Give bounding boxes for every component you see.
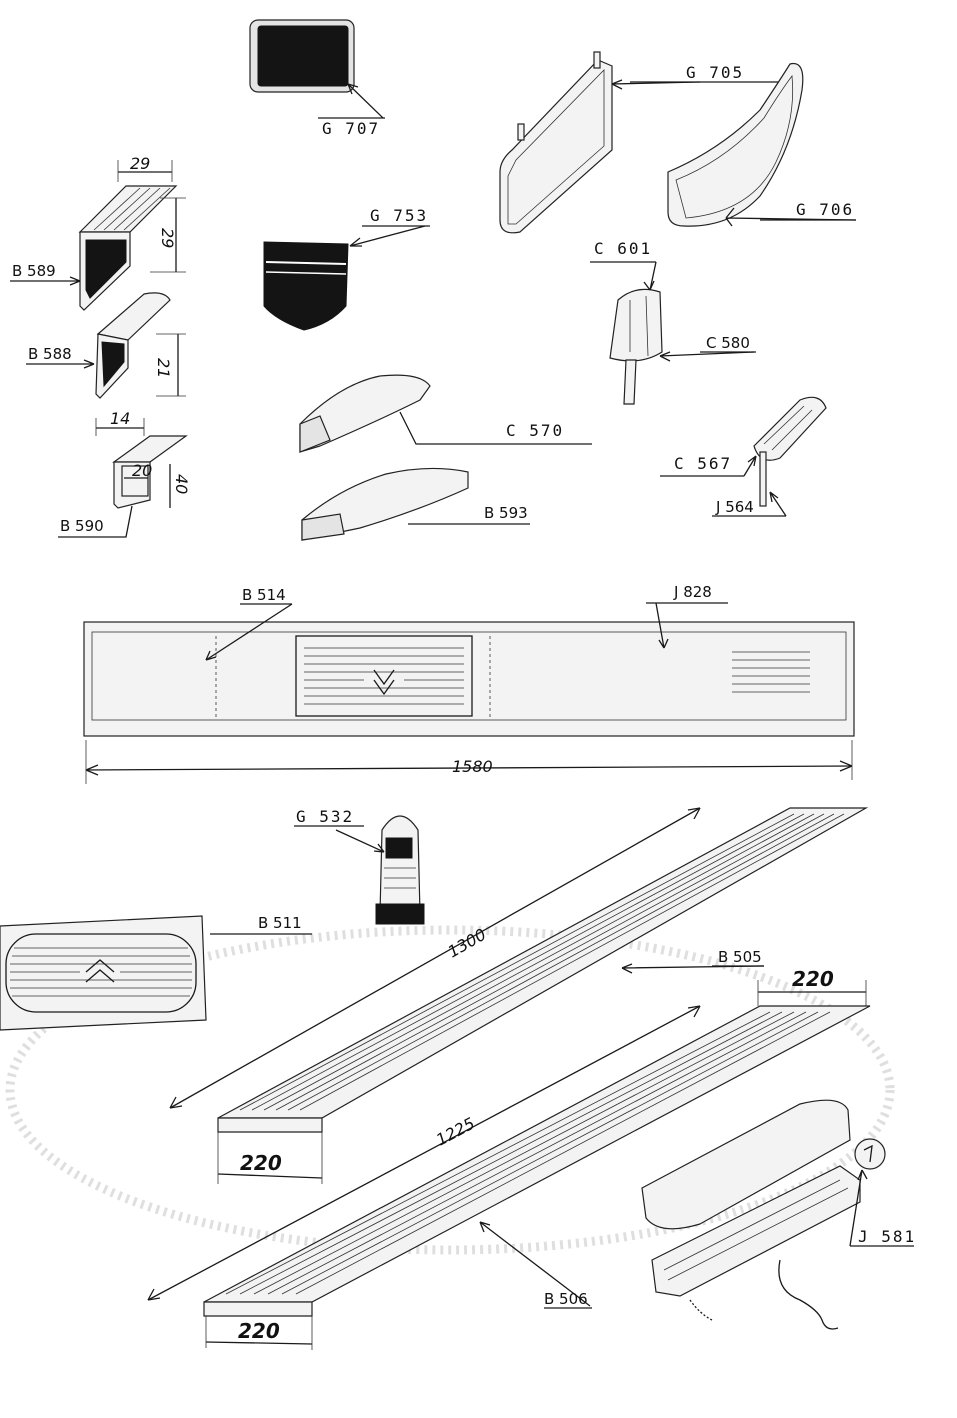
- label-b511: B 511: [258, 914, 302, 932]
- j828-panel: [83, 621, 855, 737]
- label-b514: B 514: [242, 586, 286, 604]
- label-j828: J 828: [673, 583, 712, 601]
- c570-leader: [399, 411, 592, 445]
- b511-chevron-logo: [85, 959, 115, 983]
- c567-arrow: [743, 455, 757, 477]
- j828-length-line: [85, 765, 853, 771]
- j564-arrow: [769, 491, 787, 517]
- label-b588: B 588: [28, 345, 72, 363]
- j581-lid: [641, 1099, 851, 1230]
- dim-b590-inner: 20: [132, 461, 152, 480]
- j828-center-plate: [295, 635, 473, 717]
- part-c570: C 570: [299, 374, 592, 453]
- dim-b590-width: 14: [110, 409, 130, 428]
- dim-b589-width: 29: [130, 154, 150, 173]
- j828-arrow: [655, 602, 669, 649]
- dim-b505-width: 220: [240, 1151, 282, 1175]
- b593-body: [301, 467, 469, 541]
- b589-top: [78, 185, 178, 233]
- g532-lens: [385, 837, 413, 859]
- c570-body: [299, 374, 431, 453]
- c580-stem: [623, 359, 637, 405]
- part-g707: G 707: [249, 19, 385, 138]
- b590-arrow: [58, 505, 133, 538]
- label-g532: G 532: [296, 807, 354, 826]
- b506-end: [203, 1301, 313, 1317]
- b506-arrow: [479, 1221, 591, 1307]
- dim-b589-height: 29: [158, 228, 177, 248]
- b588-shadow: [101, 341, 125, 388]
- j581-arrow: [849, 1169, 868, 1247]
- dim-b506-length: 1225: [433, 1114, 478, 1150]
- part-c601-c580: C 601 C 580: [590, 239, 756, 405]
- label-g706: G 706: [796, 200, 854, 219]
- b589-arrow: [10, 276, 81, 286]
- part-b590: 14 20 40 B 590: [58, 409, 191, 538]
- label-g707: G 707: [322, 119, 380, 138]
- b588-arrow: [26, 359, 95, 369]
- b590-top: [112, 435, 188, 463]
- dim-b506-end-width: 220: [238, 1319, 280, 1343]
- b589-shadow: [85, 239, 127, 299]
- j581-detail-circle: [854, 1138, 886, 1170]
- g532-base: [375, 903, 425, 925]
- label-b506: B 506: [544, 1290, 588, 1308]
- c601-arrow: [643, 261, 657, 291]
- g707-arrow: [347, 83, 384, 119]
- g707-insert: [257, 25, 349, 87]
- label-b590: B 590: [60, 517, 104, 535]
- g753-mat: [263, 241, 349, 331]
- part-c567-j564: C 567 J 564: [660, 396, 827, 517]
- part-b511: B 511: [0, 914, 312, 1031]
- g532-body: [379, 815, 421, 915]
- dim-b505-length: 1300: [445, 925, 490, 962]
- label-b589: B 589: [12, 262, 56, 280]
- b506-length-line: [147, 1005, 701, 1301]
- j564-pin: [759, 451, 767, 507]
- part-j828: B 514 J 828 1580: [83, 583, 855, 784]
- background-halo: [5, 925, 895, 1255]
- b505-length-line: [169, 807, 701, 1109]
- j828-chevron-logo: [373, 669, 395, 696]
- label-g753: G 753: [370, 206, 428, 225]
- dim-b588-height: 21: [154, 358, 173, 378]
- b505-arrow: [621, 963, 765, 974]
- g532-arrow: [335, 829, 385, 853]
- part-b593: B 593: [301, 467, 530, 541]
- g753-arrow: [349, 225, 426, 247]
- part-b589: 29 29 B 589: [10, 154, 186, 311]
- label-b505: B 505: [718, 948, 762, 966]
- label-c567: C 567: [674, 454, 732, 473]
- g705-seal: [499, 59, 613, 234]
- c601-cap: [609, 288, 663, 362]
- part-g532: G 532: [294, 807, 425, 925]
- dim-j828-length: 1580: [452, 757, 493, 776]
- b505-end: [217, 1117, 323, 1133]
- part-b588: 21 B 588: [26, 292, 186, 399]
- label-c580: C 580: [706, 334, 750, 352]
- label-b593: B 593: [484, 504, 528, 522]
- j581-cable: [778, 1259, 839, 1330]
- b514-arrow: [205, 603, 293, 661]
- label-g705: G 705: [686, 63, 744, 82]
- c567-body: [753, 396, 827, 461]
- j581-frame: [651, 1165, 861, 1297]
- dim-b590-height: 40: [172, 474, 191, 494]
- part-j581: J 581: [641, 1099, 916, 1330]
- label-j564: J 564: [715, 498, 754, 516]
- part-g706: G 706: [667, 62, 857, 227]
- j581-spring: [689, 1299, 713, 1321]
- c580-arrow: [659, 351, 755, 362]
- part-g705: G 705: [499, 51, 780, 234]
- label-j581: J 581: [858, 1227, 916, 1246]
- dim-b505-end-width: 220: [792, 967, 834, 991]
- label-c601: C 601: [594, 239, 652, 258]
- label-c570: C 570: [506, 421, 564, 440]
- b588-top: [96, 292, 171, 341]
- part-g753: G 753: [263, 206, 430, 331]
